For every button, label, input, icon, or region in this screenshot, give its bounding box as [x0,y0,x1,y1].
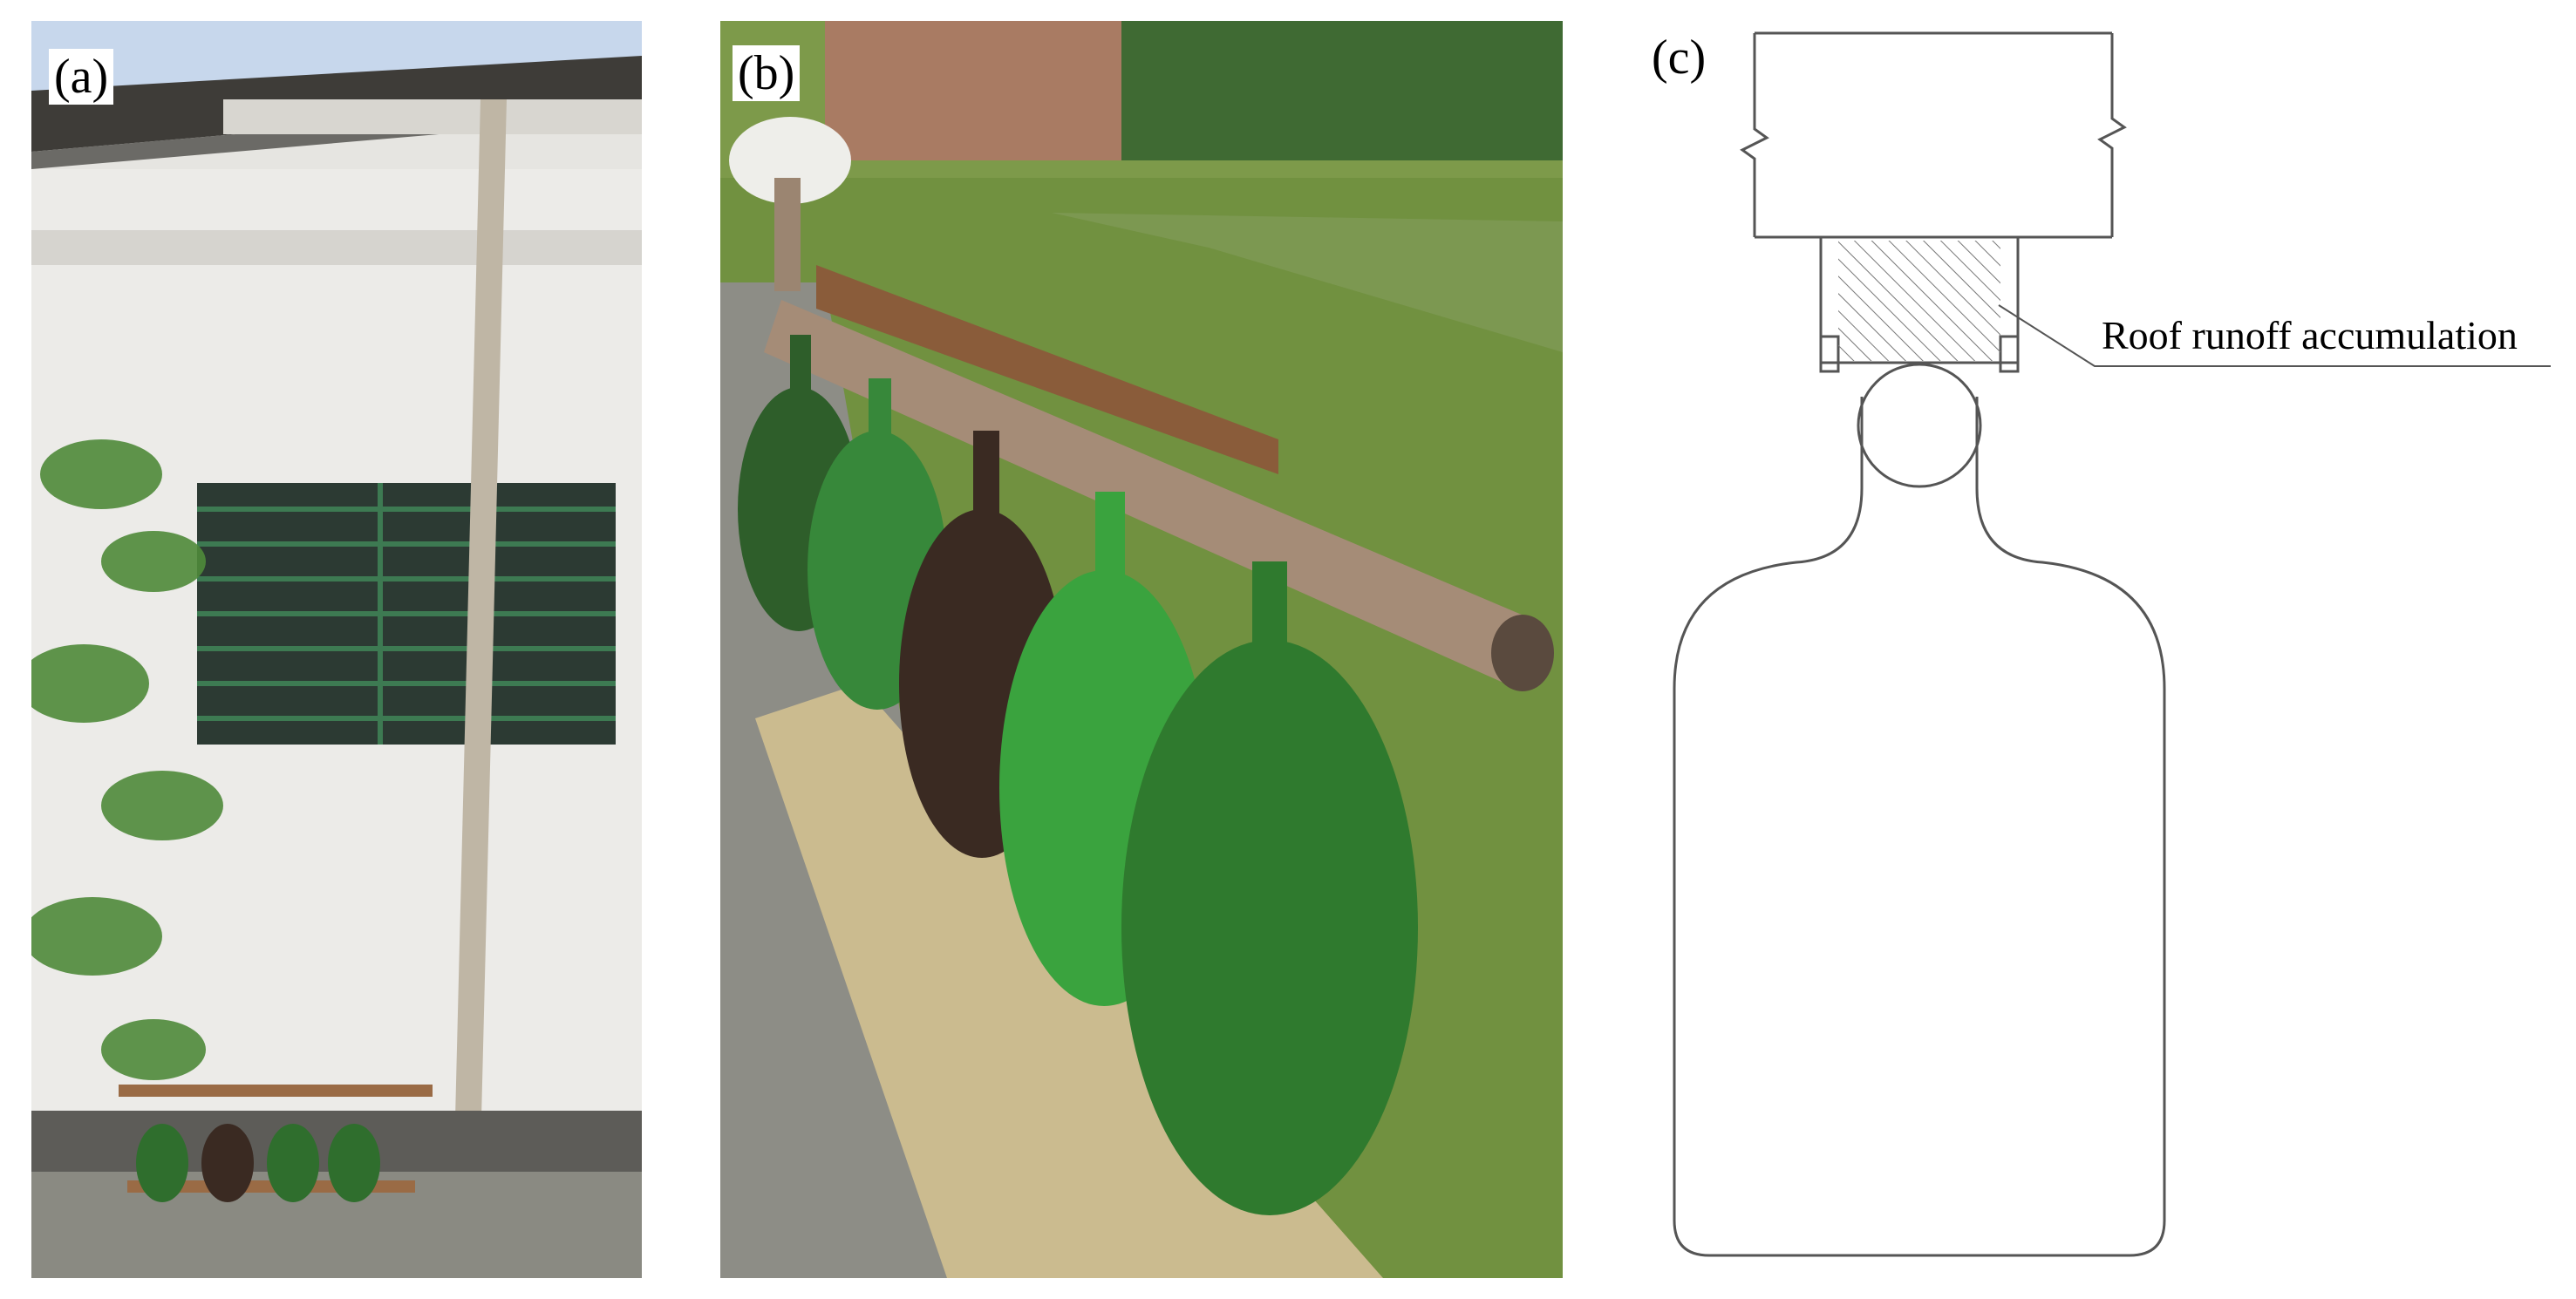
panel-b-label: (b) [733,45,801,101]
photo-panel-a: (a) [31,21,642,1278]
photo-panel-b: (b) [720,21,1563,1278]
bottles-pipe-photo [720,21,1563,1278]
panel-a-label: (a) [49,49,114,105]
roof-runoff-annotation: Roof runoff accumulation [2102,313,2518,357]
roof-runoff-hatch [1838,241,2000,361]
panel-c-label: (c) [1652,31,1707,85]
bottle-schematic-drawing [1673,31,2551,1257]
ball-valve-circle [1857,363,1982,488]
schematic-panel-c: (c) Roof runoff accumulation [1596,0,2576,1299]
building-downspout-photo [31,21,642,1278]
